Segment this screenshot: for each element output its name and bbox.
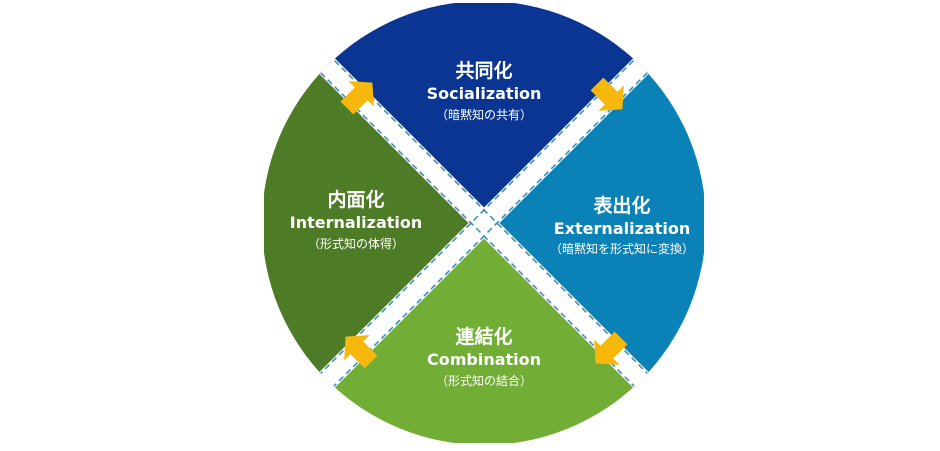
quadrant-group: [262, 1, 706, 445]
divider-dash-line: [262, 8, 698, 445]
quadrant-internalization: [264, 3, 484, 443]
externalization-title: 表出化: [593, 194, 650, 217]
arrow-icon: [594, 331, 628, 365]
arrow-icon: [590, 77, 624, 111]
quadrant-socialization: [264, 3, 704, 223]
internalization-title: 内面化: [327, 188, 384, 211]
internalization-description: （形式知の体得）: [308, 236, 404, 251]
divider-dash-line: [262, 1, 698, 438]
externalization-description: （暗黙知を形式知に変換）: [550, 241, 694, 256]
divider-band: [262, 1, 706, 445]
quadrant-combination: [264, 223, 704, 443]
combination-title: 連結化: [455, 325, 512, 348]
socialization-description: （暗黙知の共有）: [436, 107, 532, 122]
socialization-english: Socialization: [427, 84, 542, 103]
arrow-icon: [344, 335, 378, 369]
externalization-english: Externalization: [554, 219, 690, 238]
internalization-english: Internalization: [290, 213, 423, 232]
divider-dash-line: [270, 1, 706, 438]
arrow-icon: [340, 81, 374, 115]
quadrant-externalization: [484, 3, 704, 443]
combination-description: （形式知の結合）: [436, 373, 532, 388]
divider-dash-line: [270, 8, 706, 445]
socialization-title: 共同化: [455, 59, 512, 82]
combination-english: Combination: [427, 350, 541, 369]
